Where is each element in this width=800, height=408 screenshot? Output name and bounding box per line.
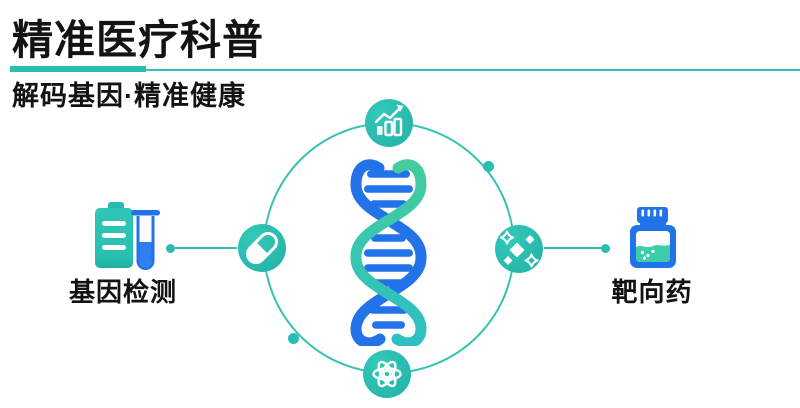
orbit-dot [483,161,494,172]
dna-double-helix-icon [345,158,432,351]
medallion-left [238,224,286,272]
connector-line-left [173,246,237,249]
capsule-pill-icon [238,224,286,272]
connector-dot-right [601,243,610,253]
label-gene-testing: 基因检测 [68,277,177,307]
connector-line-right [544,246,603,249]
page-subtitle: 解码基因·精准健康 [12,81,246,111]
bar-chart-growth-icon [365,99,413,147]
medallion-right [495,225,543,273]
medallion-bottom [363,350,411,398]
divider-accent-bar [10,66,146,72]
atom-icon [363,350,411,398]
medicine-bottle-icon [628,203,678,276]
divider-line [10,69,800,71]
label-targeted-drug: 靶向药 [611,277,693,307]
clipboard-and-test-tube-icon [90,198,162,281]
medallion-top [365,99,413,147]
molecule-diamonds-icon [495,225,543,273]
page-title: 精准医疗科普 [12,17,264,63]
orbit-dot [288,333,299,344]
connector-dot-left [166,243,175,253]
